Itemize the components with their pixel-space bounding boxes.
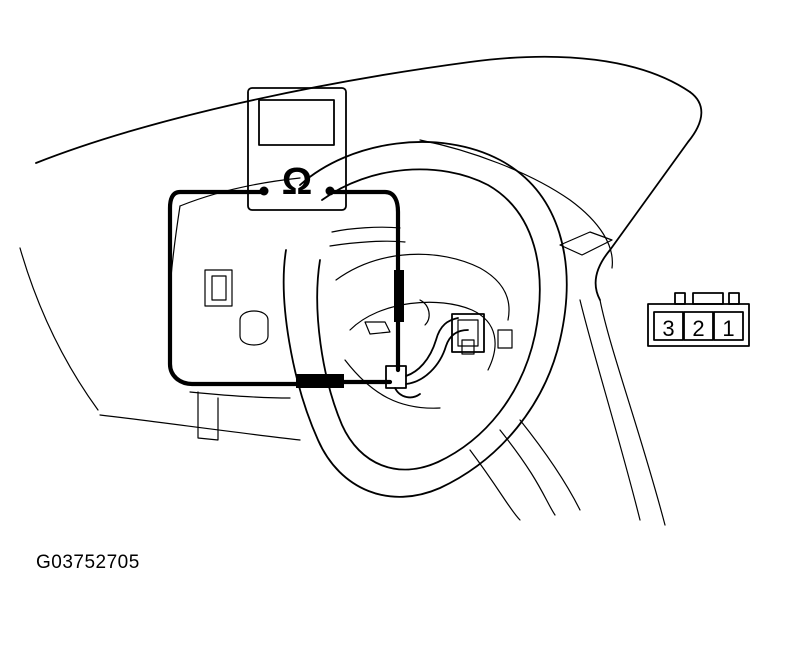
ohmmeter: Ω [247, 87, 347, 211]
lead-probe-left [296, 374, 344, 388]
meter-terminal-left [259, 186, 269, 196]
figure-id-label: G03752705 [36, 552, 140, 573]
airbag-connector [341, 313, 485, 399]
lead-probe-right [394, 270, 404, 322]
dashboard-outline [19, 55, 703, 526]
pin-2-label: 2 [692, 316, 704, 341]
meter-display-screen [258, 99, 335, 146]
ohm-symbol: Ω [282, 161, 312, 203]
steering-wheel [282, 141, 568, 498]
pin-3-label: 3 [662, 316, 674, 341]
test-leads [167, 189, 404, 388]
meter-terminal-right [325, 186, 335, 196]
connector-pin-diagram: 3 2 1 [647, 292, 750, 347]
pin-1-label: 1 [722, 316, 734, 341]
